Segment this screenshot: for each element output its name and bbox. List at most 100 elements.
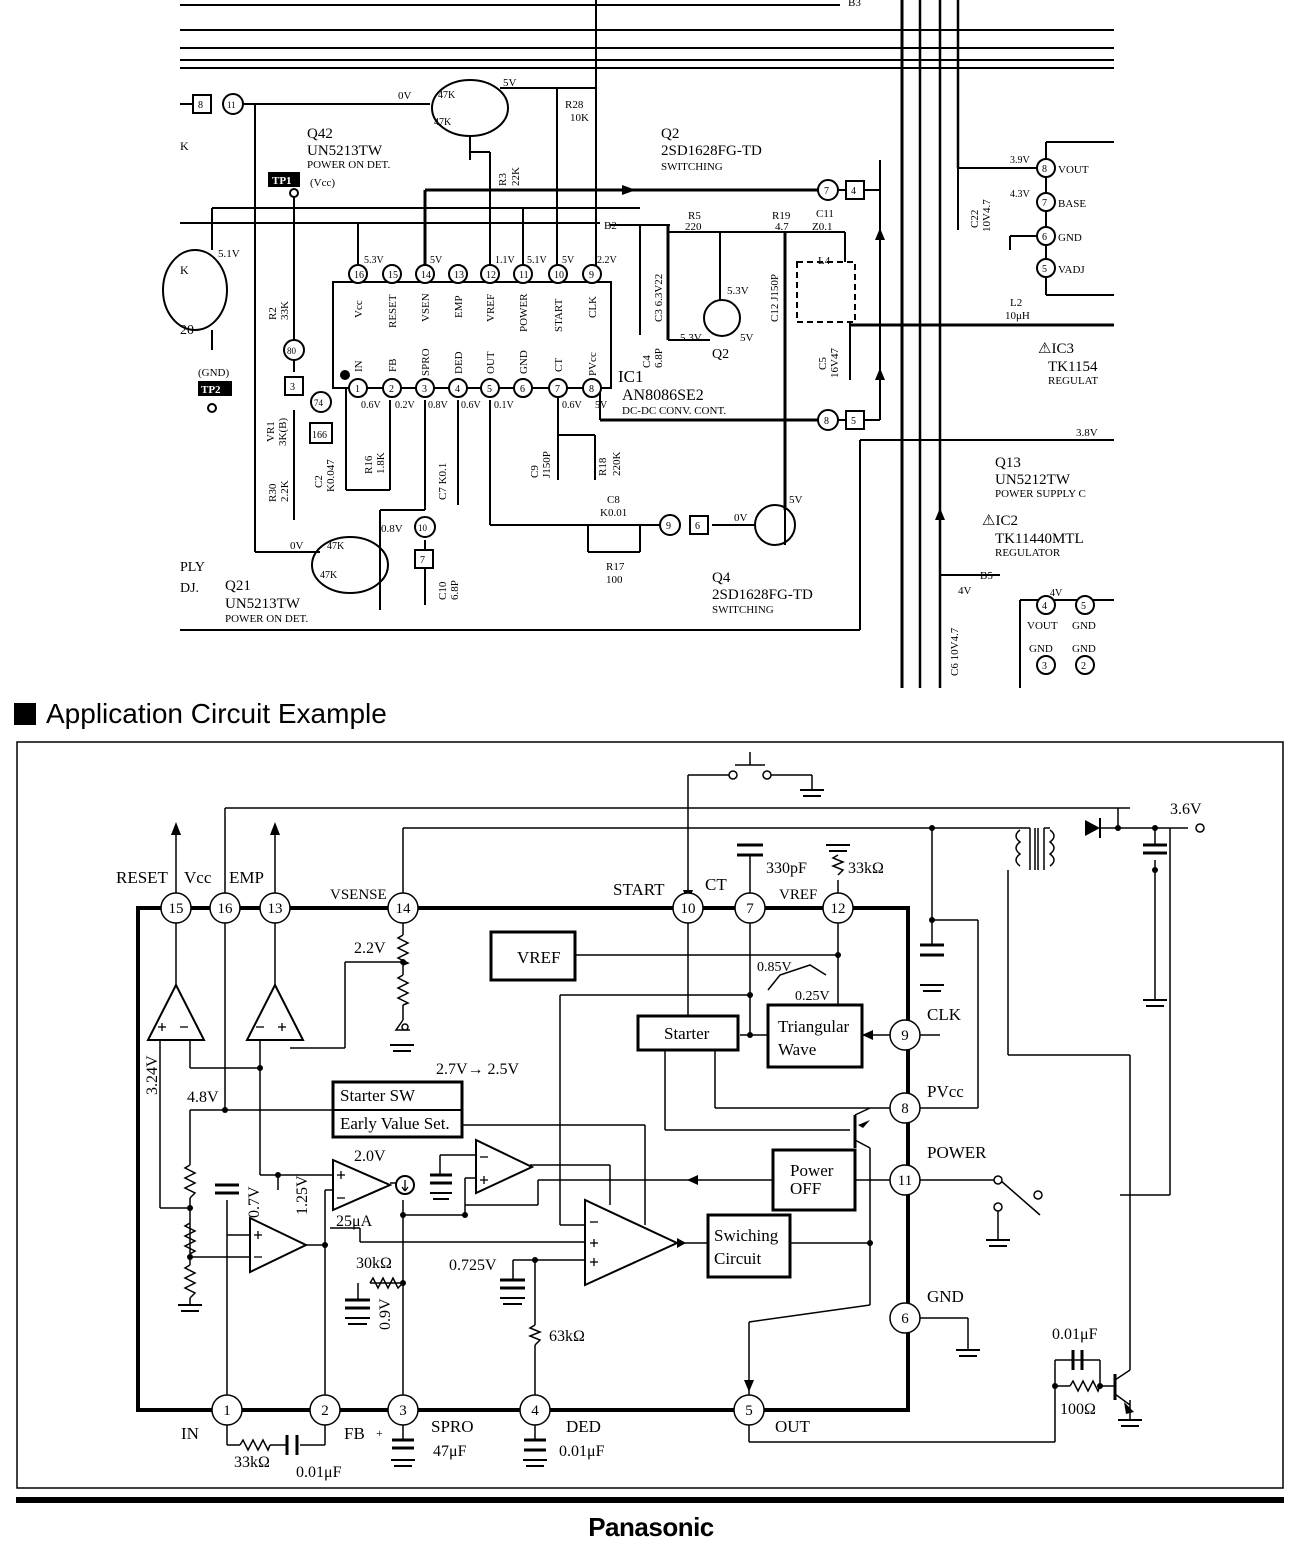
emp-comparator <box>245 982 305 1041</box>
q13-desc: POWER SUPPLY C <box>995 488 1086 500</box>
pin-name-in: IN <box>181 1424 199 1443</box>
value-63k: 63kΩ <box>549 1328 585 1345</box>
pin-7 <box>734 892 766 924</box>
c22-ref: C22 <box>969 210 981 228</box>
application-circuit-diagram: 15 16 13 14 10 7 12 9 8 11 6 1 2 3 4 5 R… <box>16 741 1284 1489</box>
c7-label: C7 K0.1 <box>437 463 449 500</box>
r2-val: 33K <box>279 301 291 320</box>
q21-r1: 47K <box>327 541 345 552</box>
pin-name-gnd: GND <box>927 1287 964 1306</box>
pin-8 <box>889 1092 921 1124</box>
switching-label-2: Circuit <box>714 1249 761 1268</box>
q21-part: UN5213TW <box>225 596 301 612</box>
volt-0v-c: 0V <box>734 512 748 524</box>
ic3-pin-8: 8 <box>1042 164 1047 175</box>
spro-comparator <box>332 1158 393 1212</box>
pwm-comparator <box>584 1198 680 1287</box>
tp2-label: TP2 <box>201 384 221 396</box>
ic3-desc: REGULAT <box>1048 375 1098 387</box>
text-dj: DJ. <box>180 581 199 596</box>
value-25ua: 25μA <box>336 1213 373 1230</box>
tp-8: 8 <box>198 100 203 111</box>
ic1-name-gnd: GND <box>518 350 530 374</box>
diode-icon <box>1085 820 1100 836</box>
r5-val: 220 <box>685 221 702 233</box>
in-amplifier <box>249 1216 309 1274</box>
q42-r2: 47K <box>434 117 452 128</box>
power-off-label-1: Power <box>790 1161 834 1180</box>
section-heading: Application Circuit Example <box>14 694 387 734</box>
value-3-24v: 3.24V <box>144 1055 161 1095</box>
q4-ref: Q4 <box>712 570 731 586</box>
heading-bullet <box>14 703 36 725</box>
volt-53v-a: 5.3V <box>727 285 749 297</box>
ic1-desc: DC-DC CONV. CONT. <box>622 405 726 417</box>
pin-name-pvcc: PVcc <box>927 1082 964 1101</box>
ic1-name-ct: CT <box>553 358 565 372</box>
start-switch-contact-icon <box>728 770 738 780</box>
q42-ref: Q42 <box>307 126 333 142</box>
ic1-name-ded: DED <box>453 351 465 374</box>
ic1-name-clk: CLK <box>587 296 599 318</box>
pin-9-num: 9 <box>901 1028 909 1044</box>
ic1-pin-3: 3 <box>422 384 427 395</box>
tp1-tag <box>268 172 300 187</box>
c8-ref: C8 <box>607 494 620 506</box>
value-100ohm: 100Ω <box>1060 1401 1096 1418</box>
r18-val: 220K <box>611 452 623 477</box>
pin-name-clk: CLK <box>927 1005 962 1024</box>
tp-6: 6 <box>695 521 700 532</box>
vr1-ref: VR1 <box>265 421 277 442</box>
ic1-pin-10: 10 <box>554 270 564 281</box>
r3-val: 22K <box>510 167 522 186</box>
volt-4v: 4V <box>958 585 972 597</box>
ic2-ref: ⚠IC2 <box>982 513 1018 529</box>
power-off-block <box>771 1148 857 1212</box>
pin-6 <box>889 1302 921 1334</box>
pin-4-num: 4 <box>531 1403 539 1419</box>
ic1-name-in: IN <box>353 360 365 372</box>
pin-16-num: 16 <box>218 901 234 917</box>
switching-circuit-block <box>706 1213 792 1279</box>
tp2-tag <box>198 381 232 396</box>
ic1-volt-3: 0.8V <box>428 400 449 411</box>
ic2-desc: REGULATOR <box>995 547 1061 559</box>
r5-ref: R5 <box>688 210 701 222</box>
ic1-volt-8: 5V <box>595 400 608 411</box>
pin-4 <box>519 1394 551 1426</box>
pin-14 <box>387 892 419 924</box>
power-switch-icon <box>1033 1190 1043 1200</box>
ic1-name-power: POWER <box>518 293 530 332</box>
volt-38v: 3.8V <box>1076 427 1098 439</box>
volt-51v: 5.1V <box>218 248 240 260</box>
start-switch-contact2-icon <box>762 770 772 780</box>
pin-3 <box>387 1394 419 1426</box>
pin-name-ded: DED <box>566 1417 601 1436</box>
ic1-pin-16: 16 <box>354 270 364 281</box>
b3-label: B3 <box>848 0 861 9</box>
tp-74: 74 <box>314 398 324 408</box>
triangular-label: Triangular <box>778 1017 849 1036</box>
ic1-pin-12: 12 <box>486 270 496 281</box>
value-2-2v: 2.2V <box>354 940 386 957</box>
c11-ref: C11 <box>816 208 834 220</box>
pin-1 <box>211 1394 243 1426</box>
value-33k-top: 33kΩ <box>848 860 884 877</box>
ic3-pin-6: 6 <box>1042 232 1047 243</box>
pin-8-num: 8 <box>901 1101 909 1117</box>
tp-80: 80 <box>287 346 297 356</box>
value-0-7v: 0.7V <box>246 1186 263 1218</box>
tp-166: 166 <box>312 430 327 441</box>
ic1-volt-11: 5.1V <box>527 255 548 266</box>
ic1-pin-8: 8 <box>589 384 594 395</box>
ic3-pin-5: 5 <box>1042 264 1047 275</box>
q4-part: 2SD1628FG-TD <box>712 587 813 603</box>
r3-ref: R3 <box>497 173 509 186</box>
service-schematic: TP1 TP2 (Vcc) (GND) IC1 AN8086SE2 DC-DC … <box>162 0 1114 688</box>
ic1-pin-9: 9 <box>589 270 594 281</box>
ic3-name-gnd: GND <box>1058 232 1082 244</box>
pin-9 <box>889 1019 921 1051</box>
pin-6-num: 6 <box>901 1311 909 1327</box>
tp-7b: 7 <box>824 186 829 197</box>
tp-3: 3 <box>290 382 295 393</box>
